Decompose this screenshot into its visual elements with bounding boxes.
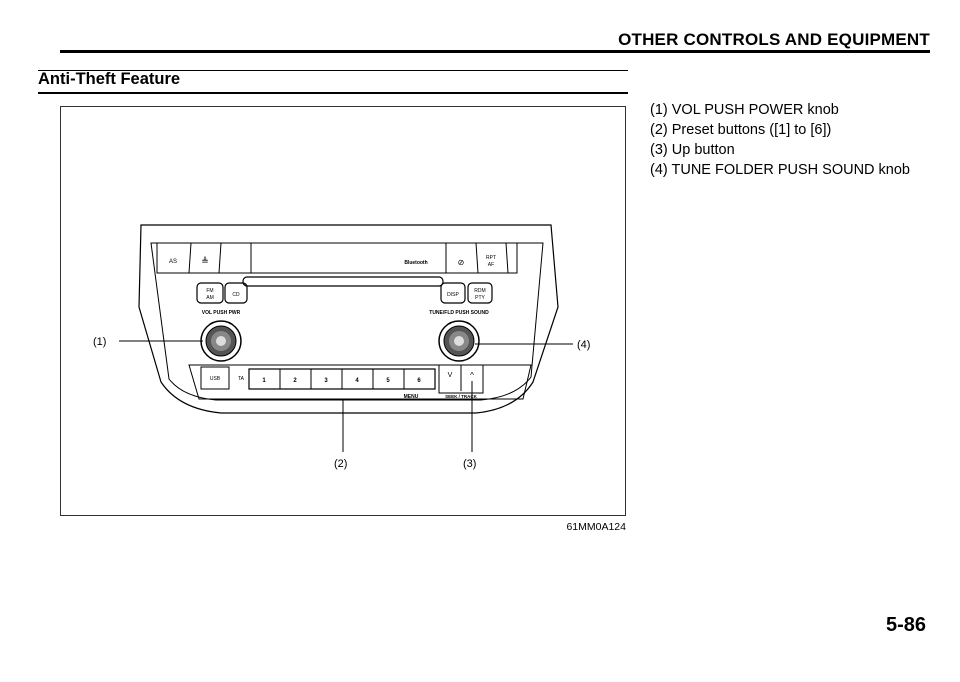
audio-unit-figure: AS ≜ Bluetooth ⊘ RPT AF FM AM CD DISP RD… xyxy=(60,106,626,516)
as-button-label[interactable]: AS xyxy=(169,259,177,265)
pty-label: PTY xyxy=(475,295,485,301)
bluetooth-logo: Bluetooth xyxy=(404,260,427,266)
figure-code: 61MM0A124 xyxy=(566,521,626,533)
preset-button-2[interactable]: 2 xyxy=(293,378,297,384)
preset-button-3[interactable]: 3 xyxy=(324,378,328,384)
rdm-label: RDM xyxy=(474,288,485,294)
disp-button[interactable] xyxy=(440,282,466,304)
rpt-button-label[interactable]: RPT xyxy=(486,255,496,261)
preset-button-5[interactable]: 5 xyxy=(386,378,390,384)
preset-button-4[interactable]: 4 xyxy=(355,378,359,384)
preset-button-1[interactable]: 1 xyxy=(262,378,266,384)
top-strip xyxy=(156,242,518,274)
callout-mark-3: (3) xyxy=(463,458,476,470)
callout-mark-2: (2) xyxy=(334,458,347,470)
bottom-row xyxy=(188,364,532,400)
eject-button-label[interactable]: ≜ xyxy=(201,256,209,266)
usb-label: USB xyxy=(210,376,221,382)
callout-item: (4) TUNE FOLDER PUSH SOUND knob xyxy=(650,162,910,178)
callout-mark-4: (4) xyxy=(577,339,590,351)
callout-item: (2) Preset buttons ([1] to [6]) xyxy=(650,122,832,138)
cd-slot xyxy=(242,276,444,287)
af-button-label[interactable]: AF xyxy=(488,262,494,268)
disp-label: DISP xyxy=(447,292,459,298)
mute-button-label[interactable]: ⊘ xyxy=(458,258,465,267)
am-label: AM xyxy=(206,295,214,301)
callout-mark-1: (1) xyxy=(93,336,106,348)
callout-item: (1) VOL PUSH POWER knob xyxy=(650,102,839,118)
ta-label[interactable]: TA xyxy=(238,376,245,382)
running-header: OTHER CONTROLS AND EQUIPMENT xyxy=(618,30,930,49)
cd-label: CD xyxy=(232,292,240,298)
menu-label[interactable]: MENU xyxy=(404,394,419,400)
usb-button[interactable] xyxy=(200,366,230,390)
preset-button-6[interactable]: 6 xyxy=(417,378,421,384)
section-rule-top xyxy=(38,70,628,71)
section-title: Anti-Theft Feature xyxy=(38,70,181,88)
tune-knob[interactable] xyxy=(438,320,480,362)
audio-unit-drawing: AS ≜ Bluetooth ⊘ RPT AF FM AM CD DISP RD… xyxy=(93,224,590,470)
cd-button[interactable] xyxy=(224,282,248,304)
vol-knob-label: VOL PUSH PWR xyxy=(202,310,241,316)
rdm-pty-button[interactable] xyxy=(467,282,493,304)
fm-label: FM xyxy=(206,288,213,294)
vol-knob[interactable] xyxy=(200,320,242,362)
fm-am-button[interactable] xyxy=(196,282,224,304)
seek-track-label: SEEK / TRACK xyxy=(445,394,478,399)
unit-bezel xyxy=(138,224,559,414)
tune-knob-label: TUNE/FLD PUSH SOUND xyxy=(429,310,489,316)
callout-list: (1) VOL PUSH POWER knob (2) Preset butto… xyxy=(650,100,910,180)
down-button[interactable]: V xyxy=(448,372,453,379)
header-rule xyxy=(60,50,930,53)
callout-item: (3) Up button xyxy=(650,142,735,158)
section-rule-bottom xyxy=(38,92,628,94)
up-button[interactable]: ^ xyxy=(470,371,474,380)
page-number: 5-86 xyxy=(885,614,926,636)
